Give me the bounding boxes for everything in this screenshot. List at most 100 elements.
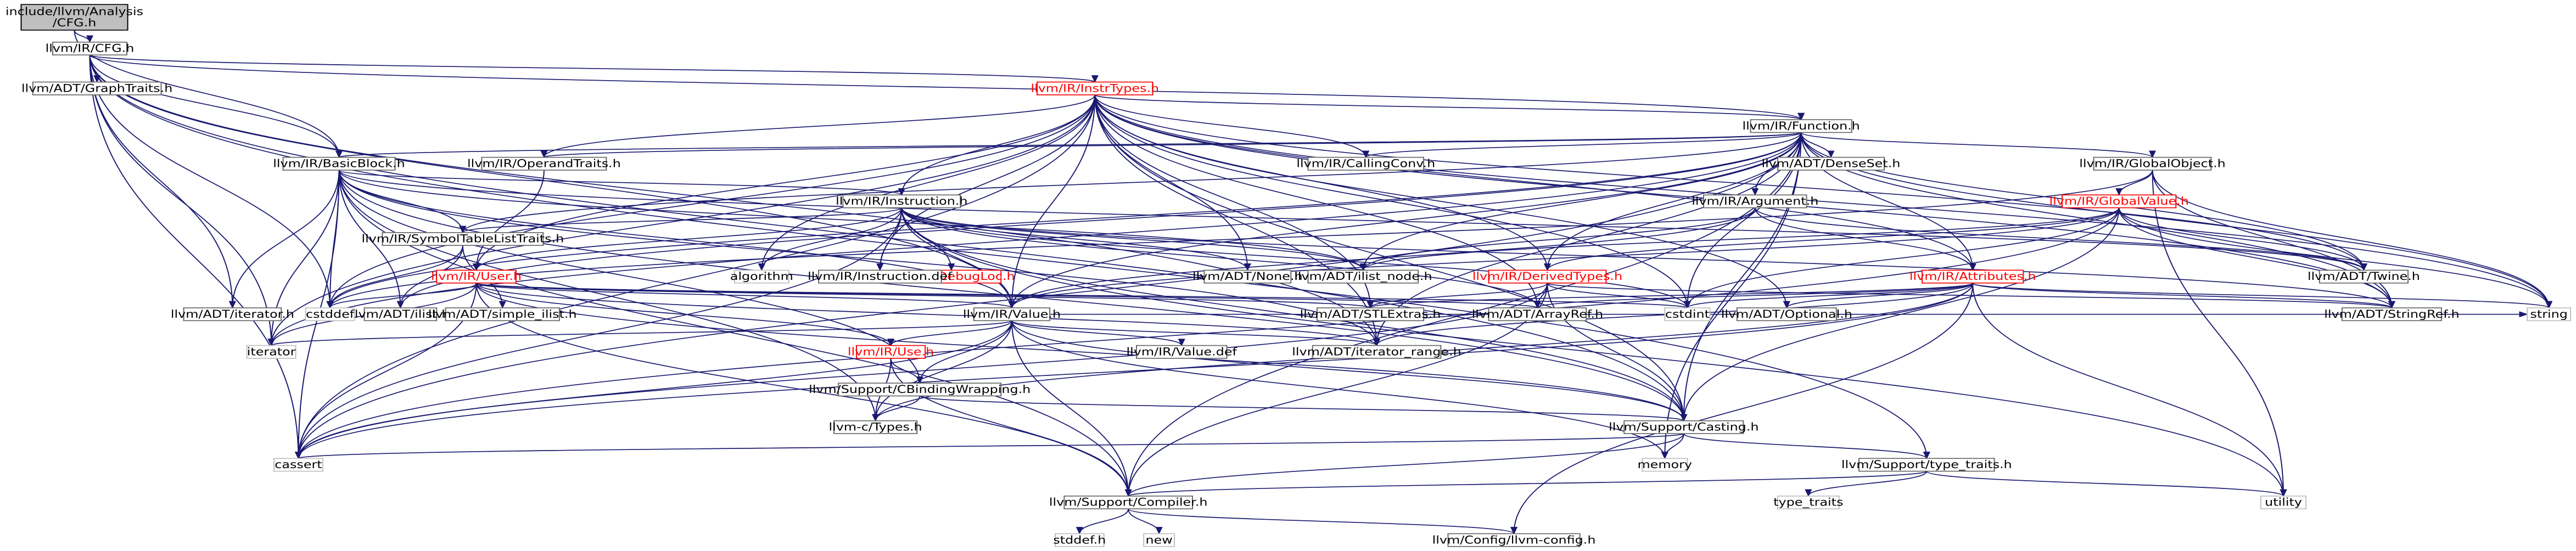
include-edge xyxy=(1534,282,1974,309)
include-edge xyxy=(89,54,1098,83)
file-node-type_traits: type_traits xyxy=(1773,496,1843,510)
include-edge xyxy=(294,207,903,459)
file-node-ilistnode[interactable]: llvm/ADT/ilist_node.h xyxy=(1294,269,1432,284)
node-box xyxy=(246,345,296,359)
file-node-function[interactable]: llvm/IR/Function.h xyxy=(1743,119,1860,133)
file-node-instrdef[interactable]: llvm/IR/Instruction.def xyxy=(808,269,953,284)
file-node-globalvalue[interactable]: llvm/IR/GlobalValue.h xyxy=(2049,194,2189,209)
file-node-stlextras[interactable]: llvm/ADT/STLExtras.h xyxy=(1300,307,1441,322)
file-node-memory: memory xyxy=(1637,458,1692,472)
node-box xyxy=(1703,194,1807,209)
file-node-symtab[interactable]: llvm/IR/SymbolTableListTraits.h xyxy=(362,232,564,246)
include-edge xyxy=(901,207,2395,309)
node-box xyxy=(817,269,942,284)
include-edge xyxy=(295,321,1012,459)
include-edge xyxy=(1128,509,1163,535)
file-node-argument[interactable]: llvm/IR/Argument.h xyxy=(1692,194,1818,209)
file-node-new: new xyxy=(1143,533,1175,547)
file-node-valuedef[interactable]: llvm/IR/Value.def xyxy=(1127,345,1238,359)
include-edge xyxy=(326,170,2153,309)
file-node-densemap[interactable]: llvm/ADT/DenseSet.h xyxy=(1762,156,1901,171)
file-node-instrtypes[interactable]: llvm/IR/InstrTypes.h xyxy=(1031,81,1159,95)
node-label: llvm-c/Types.h xyxy=(829,421,922,434)
node-box xyxy=(1642,458,1688,472)
include-edge xyxy=(1926,470,2287,497)
include-edge xyxy=(1094,94,1370,159)
node-label: llvm/ADT/Twine.h xyxy=(2308,271,2420,283)
node-box xyxy=(1750,119,1852,133)
file-node-ilist[interactable]: llvm/ADT/ilist.h xyxy=(351,307,450,322)
include-edge xyxy=(472,170,545,271)
include-edge xyxy=(2118,207,2395,309)
file-node-none[interactable]: llvm/ADT/None.h xyxy=(1192,269,1303,284)
file-node-cstdint: cstdint xyxy=(1664,307,1711,322)
include-edge xyxy=(1076,509,1129,535)
include-edge xyxy=(475,282,1541,309)
include-edge xyxy=(901,207,2287,497)
file-node-iterrange[interactable]: llvm/ADT/iterator_range.h xyxy=(1292,345,1461,359)
include-edge xyxy=(295,433,1684,459)
include-edge xyxy=(326,170,340,309)
node-label: llvm/IR/Instruction.def xyxy=(808,271,953,283)
file-node-simpleilist[interactable]: llvm/ADT/simple_ilist.h xyxy=(428,307,577,322)
include-edge xyxy=(2115,170,2153,196)
file-node-arrayref[interactable]: llvm/ADT/ArrayRef.h xyxy=(1472,307,1603,322)
include-edge xyxy=(1510,283,1974,535)
file-node-iterator: iterator xyxy=(246,345,296,359)
include-edge xyxy=(901,207,1016,309)
node-box xyxy=(2260,496,2307,510)
node-box xyxy=(282,156,396,171)
file-node-twine[interactable]: llvm/ADT/Twine.h xyxy=(2308,269,2420,284)
file-node-ctypes[interactable]: llvm-c/Types.h xyxy=(829,420,922,434)
include-edge xyxy=(338,170,2367,271)
node-box xyxy=(842,194,961,209)
file-node-cfg[interactable]: llvm/IR/CFG.h xyxy=(46,41,135,55)
file-node-derivedtypes[interactable]: llvm/IR/DerivedTypes.h xyxy=(1472,269,1622,284)
file-node-graphtraits[interactable]: llvm/ADT/GraphTraits.h xyxy=(21,81,172,95)
include-edge xyxy=(1972,282,2552,309)
file-node-instruction[interactable]: llvm/IR/Instruction.h xyxy=(836,194,968,209)
node-label: llvm/ADT/Optional.h xyxy=(1721,308,1852,321)
file-node-compiler[interactable]: llvm/Support/Compiler.h xyxy=(1049,496,1208,510)
file-node-callingconv[interactable]: llvm/IR/CallingConv.h xyxy=(1296,156,1435,171)
file-node-iterator_adt[interactable]: llvm/ADT/iterator.h xyxy=(171,307,294,322)
file-node-llvmconfig[interactable]: llvm/Config/llvm-config.h xyxy=(1432,533,1596,547)
include-edge xyxy=(872,396,921,422)
include-edge xyxy=(475,282,1374,309)
file-node-cbinding[interactable]: llvm/Support/CBindingWrapping.h xyxy=(809,383,1031,397)
include-edge xyxy=(1011,321,1132,497)
include-edge xyxy=(1094,94,1790,309)
node-label: memory xyxy=(1637,459,1692,471)
include-edge xyxy=(473,94,1096,271)
node-label: llvm/ADT/STLExtras.h xyxy=(1300,308,1441,321)
include-edge xyxy=(2118,207,2553,309)
file-node-attributes[interactable]: llvm/IR/Attributes.h xyxy=(1909,269,2036,284)
include-edge xyxy=(1754,207,2367,271)
node-label: llvm/Support/CBindingWrapping.h xyxy=(809,384,1031,396)
node-label: new xyxy=(1145,534,1172,547)
include-edge xyxy=(475,282,1016,309)
file-node-value[interactable]: llvm/IR/Value.h xyxy=(963,307,1061,322)
file-node-casting[interactable]: llvm/Support/Casting.h xyxy=(1609,420,1759,434)
include-edge xyxy=(1008,207,1756,309)
include-edge xyxy=(758,207,903,271)
file-node-typetraits_llvm[interactable]: llvm/Support/type_traits.h xyxy=(1841,458,2012,472)
include-edge xyxy=(89,55,1688,422)
include-edge xyxy=(1680,132,1802,422)
file-node-basicblock[interactable]: llvm/IR/BasicBlock.h xyxy=(273,156,405,171)
include-edge xyxy=(475,283,1132,497)
node-label: llvm/IR/CallingConv.h xyxy=(1296,158,1435,170)
file-node-optional[interactable]: llvm/ADT/Optional.h xyxy=(1721,307,1852,322)
node-box xyxy=(1447,533,1581,547)
file-node-operandtraits[interactable]: llvm/IR/OperandTraits.h xyxy=(467,156,621,171)
file-node-globalobject[interactable]: llvm/IR/GlobalObject.h xyxy=(2079,156,2226,171)
include-edge xyxy=(89,55,275,346)
include-edge xyxy=(1125,470,1928,497)
dependency-edges xyxy=(74,30,2553,535)
file-node-user[interactable]: llvm/IR/User.h xyxy=(431,269,522,284)
file-node-stringref[interactable]: llvm/ADT/StringRef.h xyxy=(2324,307,2460,322)
file-node-use[interactable]: llvm/IR/Use.h xyxy=(848,345,934,359)
include-edge xyxy=(295,283,1974,459)
node-box xyxy=(1922,269,2024,284)
node-box xyxy=(734,269,789,284)
